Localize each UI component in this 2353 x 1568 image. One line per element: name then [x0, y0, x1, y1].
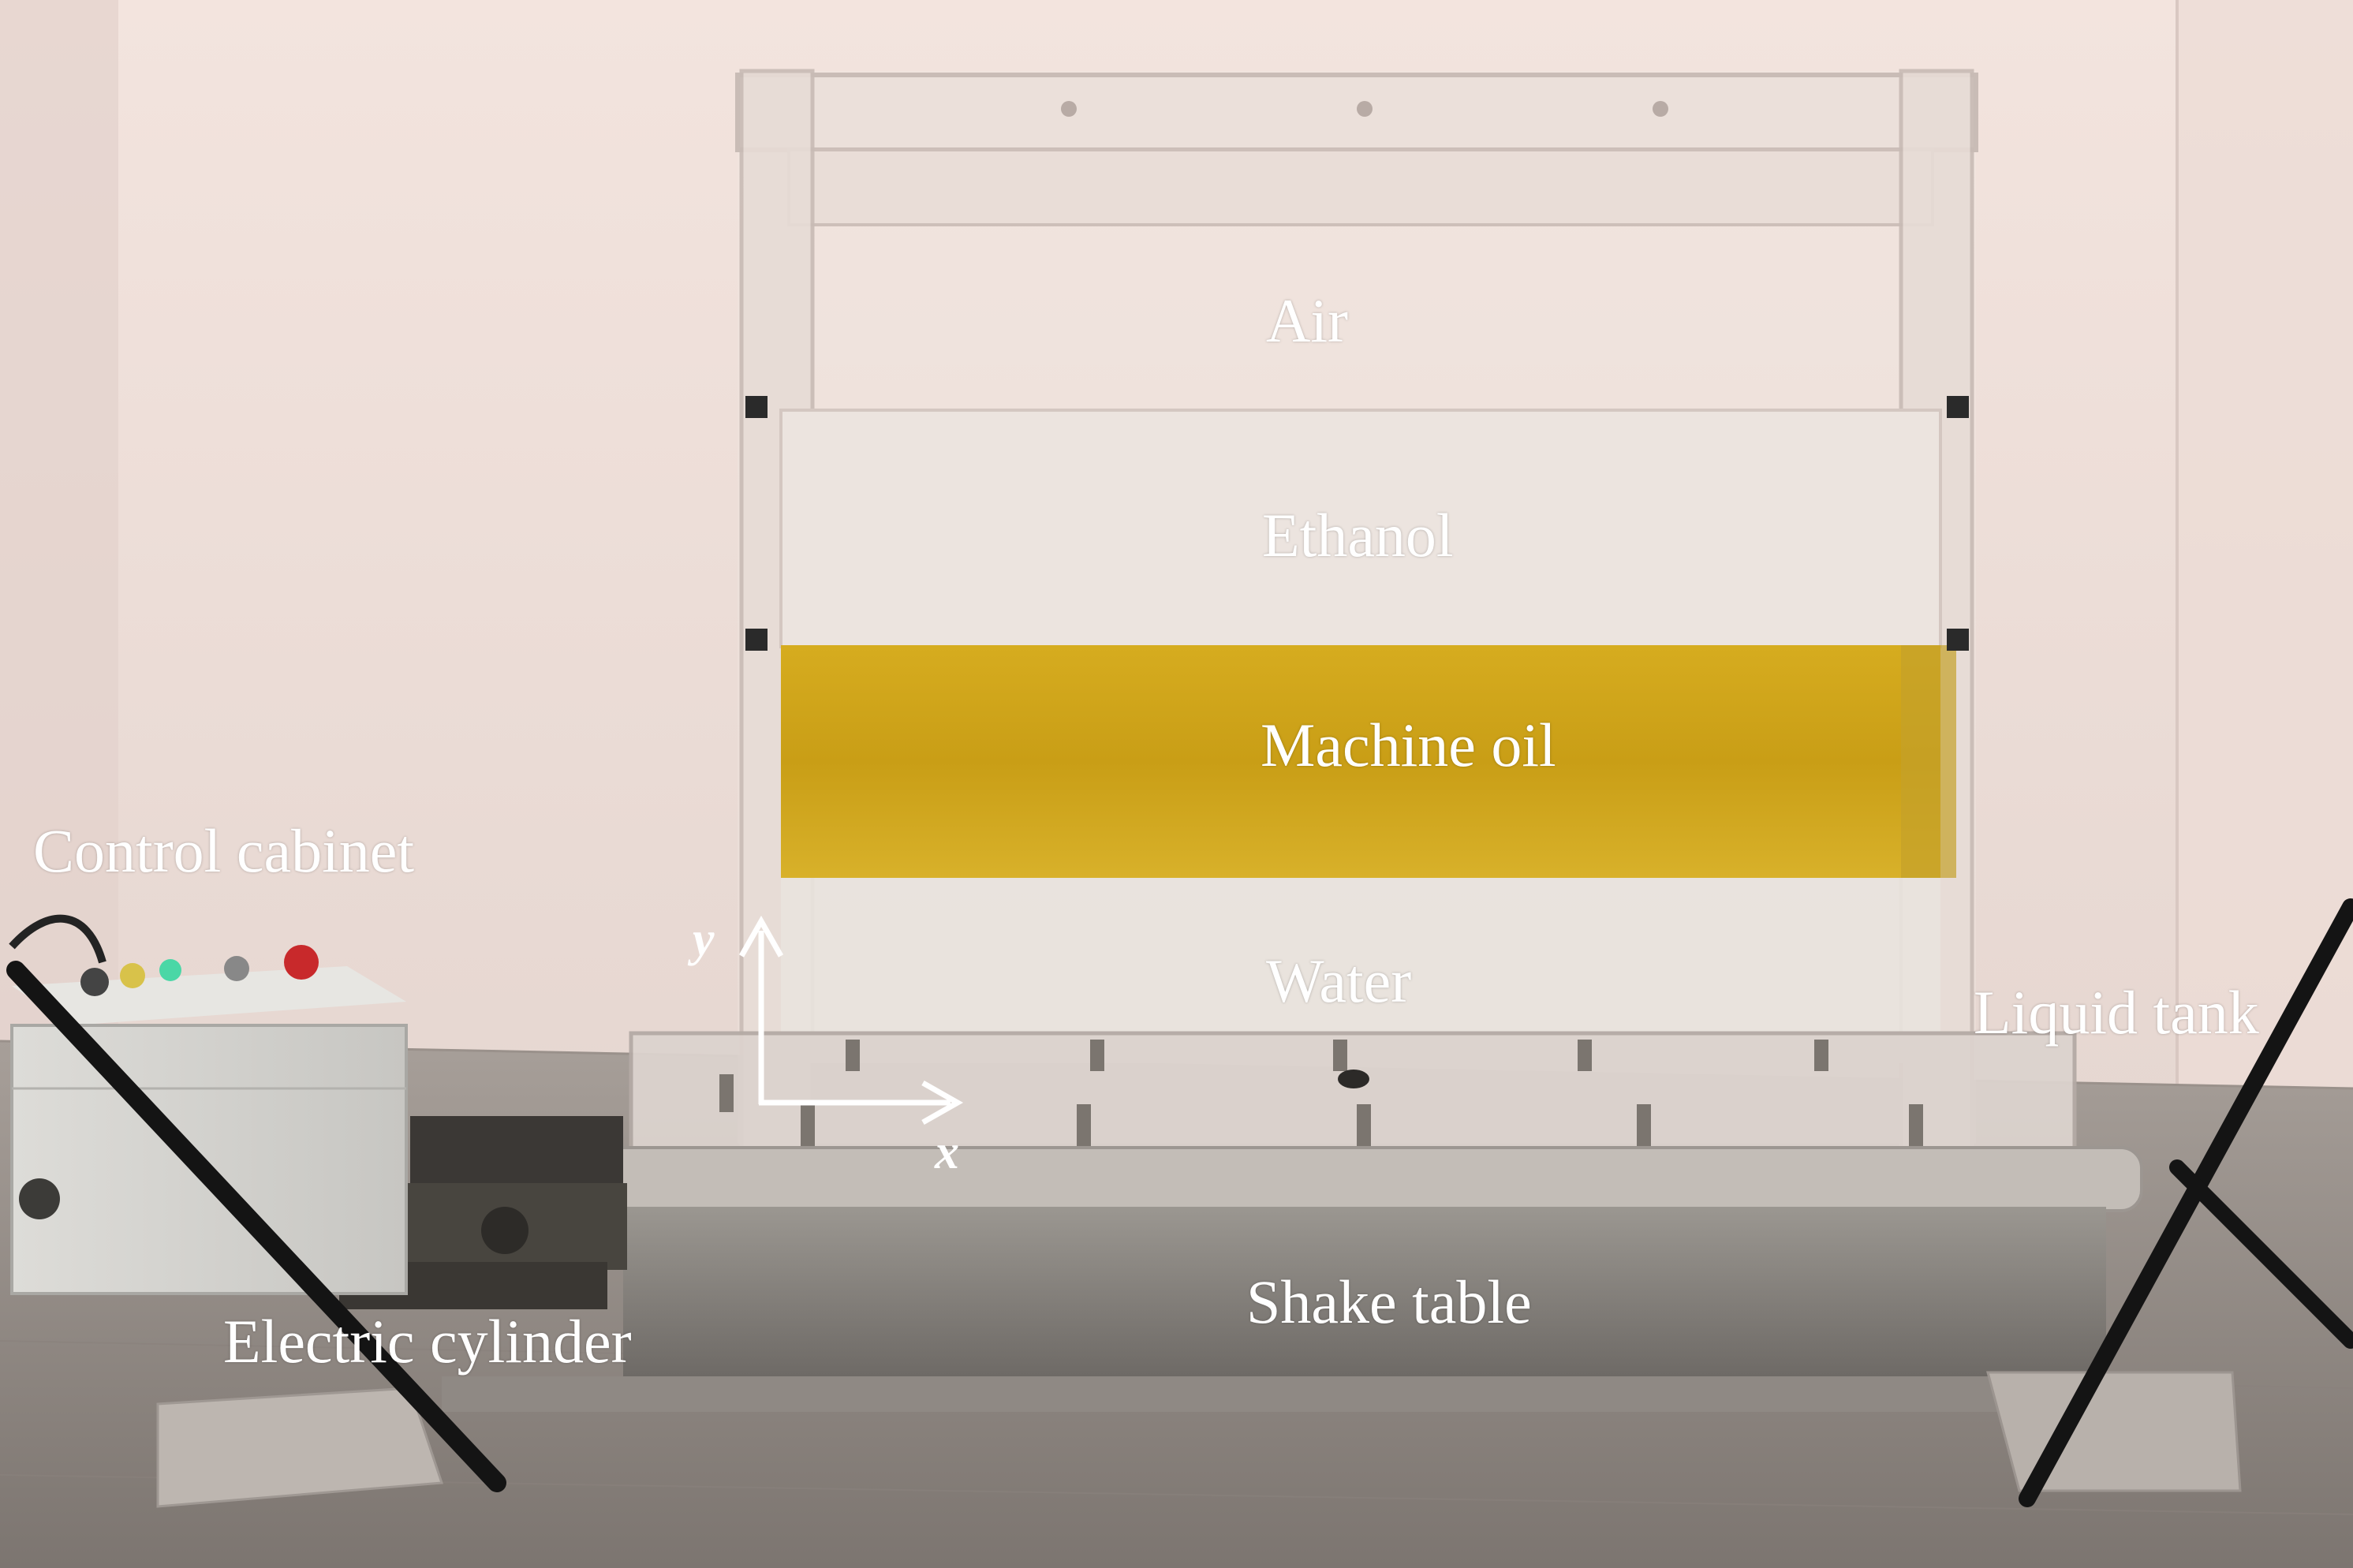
machine-oil-layer — [781, 645, 1940, 878]
tripod-leg-left — [6, 961, 506, 1492]
coordinate-axes — [738, 915, 964, 1126]
shake-table — [442, 1146, 2143, 1412]
label-ethanol: Ethanol — [1262, 501, 1454, 569]
tripod-leg-right — [2019, 898, 2353, 1507]
control-cabinet — [9, 914, 408, 1295]
label-water: Water — [1266, 946, 1412, 1015]
label-electric-cylinder: Electric cylinder — [223, 1307, 632, 1376]
axis-label-y: y — [693, 913, 715, 966]
axis-label-x: x — [935, 1126, 959, 1179]
label-shake-table: Shake table — [1246, 1267, 1532, 1336]
label-control-cabinet: Control cabinet — [33, 816, 415, 885]
label-liquid-tank: Liquid tank — [1974, 978, 2259, 1047]
label-air: Air — [1266, 286, 1348, 355]
label-machine-oil: Machine oil — [1261, 711, 1556, 779]
liquid-tank — [629, 69, 2077, 1154]
